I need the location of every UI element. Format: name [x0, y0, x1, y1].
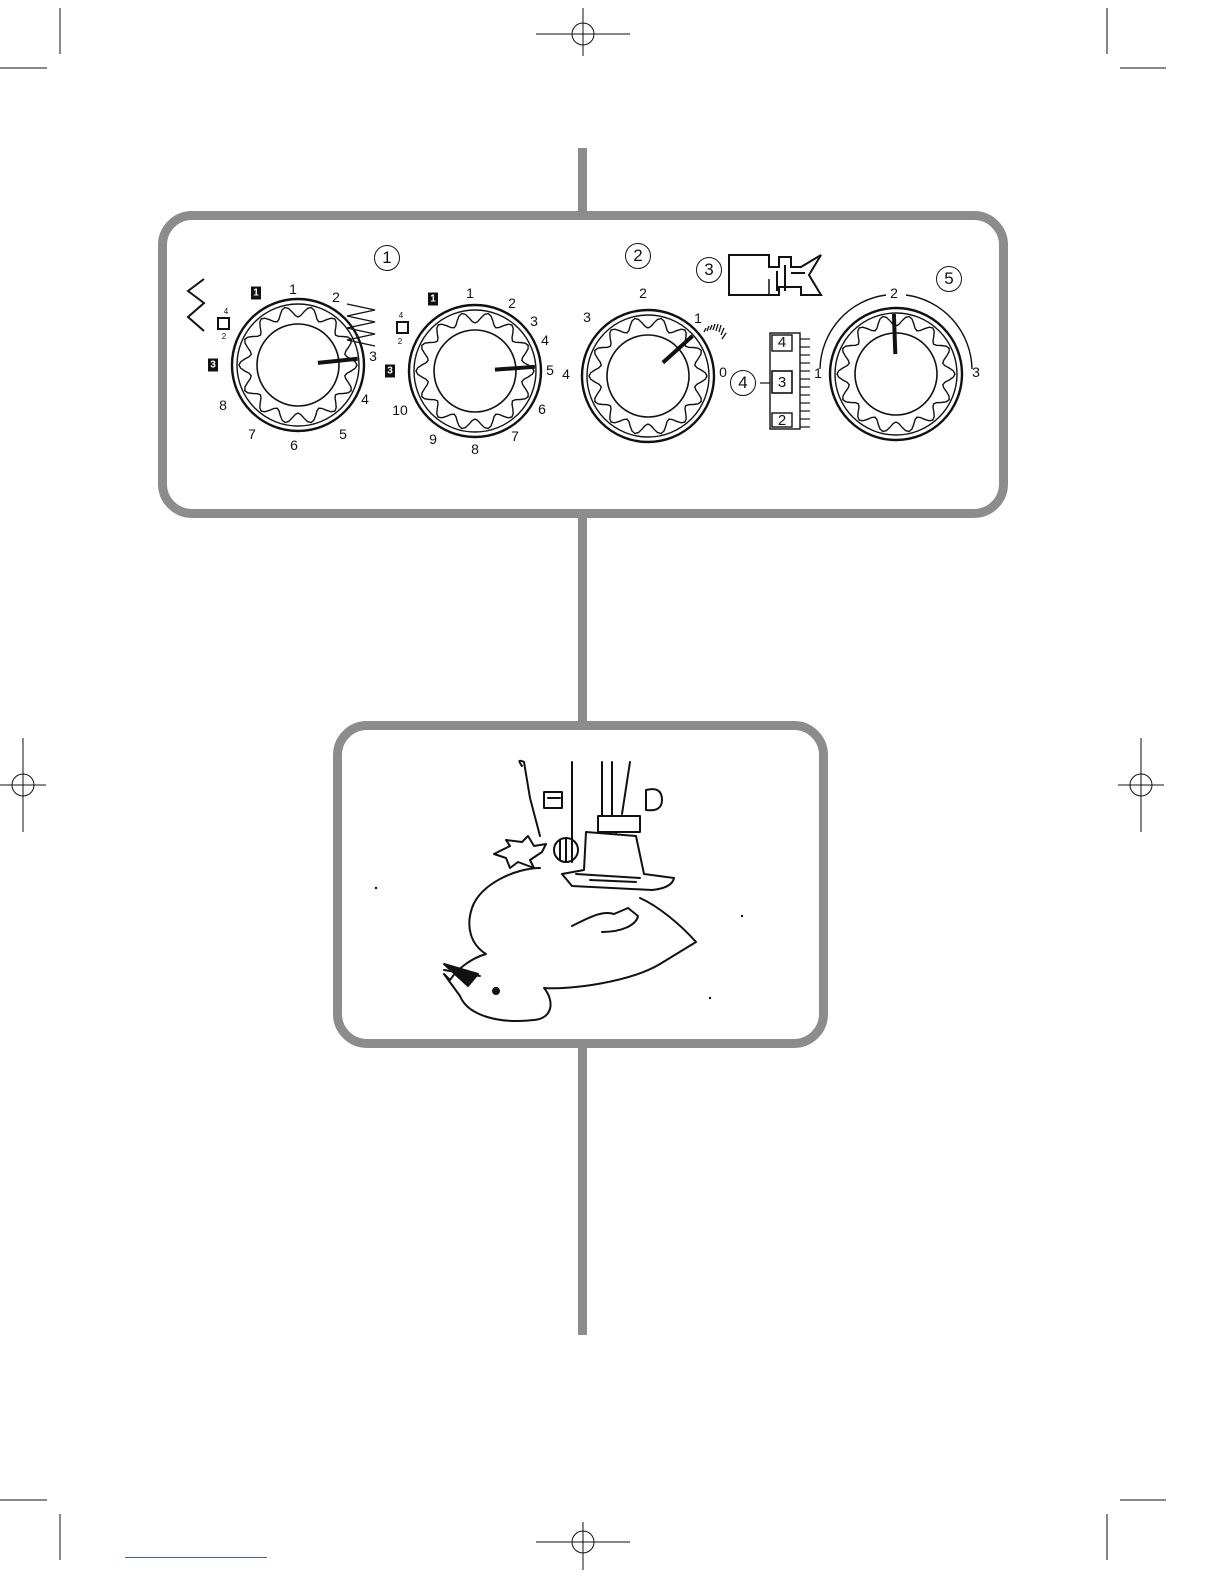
width-mini-bottom: 2 [222, 330, 226, 344]
pattern-box-top: 1 [428, 293, 438, 306]
pattern-knob[interactable] [405, 301, 545, 441]
tension-arc [812, 289, 980, 379]
stitch-length-knob[interactable] [578, 306, 718, 446]
zigzag-stitch-icon [184, 277, 210, 333]
pattern-num-3: 3 [530, 314, 538, 328]
marker-3: 3 [696, 257, 722, 283]
pattern-num-5: 5 [546, 363, 554, 377]
pattern-num-8: 8 [471, 442, 479, 456]
tension-num-2: 2 [890, 286, 898, 300]
fine-stitch-arc-icon [700, 316, 728, 346]
width-num-3: 3 [369, 349, 377, 363]
marker-4: 4 [730, 370, 756, 396]
tension-num-3: 3 [972, 365, 980, 379]
pattern-small-square-icon [396, 321, 409, 334]
length-num-0: 0 [719, 365, 727, 379]
pattern-num-6: 6 [538, 402, 546, 416]
width-num-7: 7 [248, 427, 256, 441]
presser-foot-icon [725, 251, 825, 301]
width-num-1: 1 [289, 282, 297, 296]
width-num-4: 4 [361, 392, 369, 406]
width-small-square-icon [217, 317, 230, 330]
width-num-8: 8 [219, 398, 227, 412]
length-num-4: 4 [562, 367, 570, 381]
pattern-box-mid: 3 [385, 365, 395, 378]
footer-link-underline [125, 1557, 267, 1558]
width-box-mid: 3 [208, 359, 218, 372]
pattern-num-10: 10 [392, 403, 408, 417]
pattern-num-4: 4 [541, 333, 549, 347]
tension-num-1: 1 [814, 366, 822, 380]
pattern-num-7: 7 [511, 429, 519, 443]
pattern-num-9: 9 [429, 432, 437, 446]
width-num-5: 5 [339, 427, 347, 441]
pattern-num-2: 2 [508, 296, 516, 310]
pattern-mini-bottom: 2 [398, 335, 402, 349]
width-num-2: 2 [332, 290, 340, 304]
feed-scale-4: 4 [778, 336, 786, 350]
feed-scale-3: 3 [778, 376, 786, 390]
length-num-3: 3 [583, 310, 591, 324]
width-num-6: 6 [290, 438, 298, 452]
length-num-2: 2 [639, 286, 647, 300]
presser-foot-applique-bird-illustration [340, 728, 822, 1042]
width-box-top: 1 [251, 287, 261, 300]
feed-scale-2: 2 [778, 414, 786, 428]
wide-zigzag-icon [343, 300, 379, 352]
pattern-num-1: 1 [466, 286, 474, 300]
marker-2: 2 [625, 243, 651, 269]
marker-1: 1 [374, 245, 400, 271]
